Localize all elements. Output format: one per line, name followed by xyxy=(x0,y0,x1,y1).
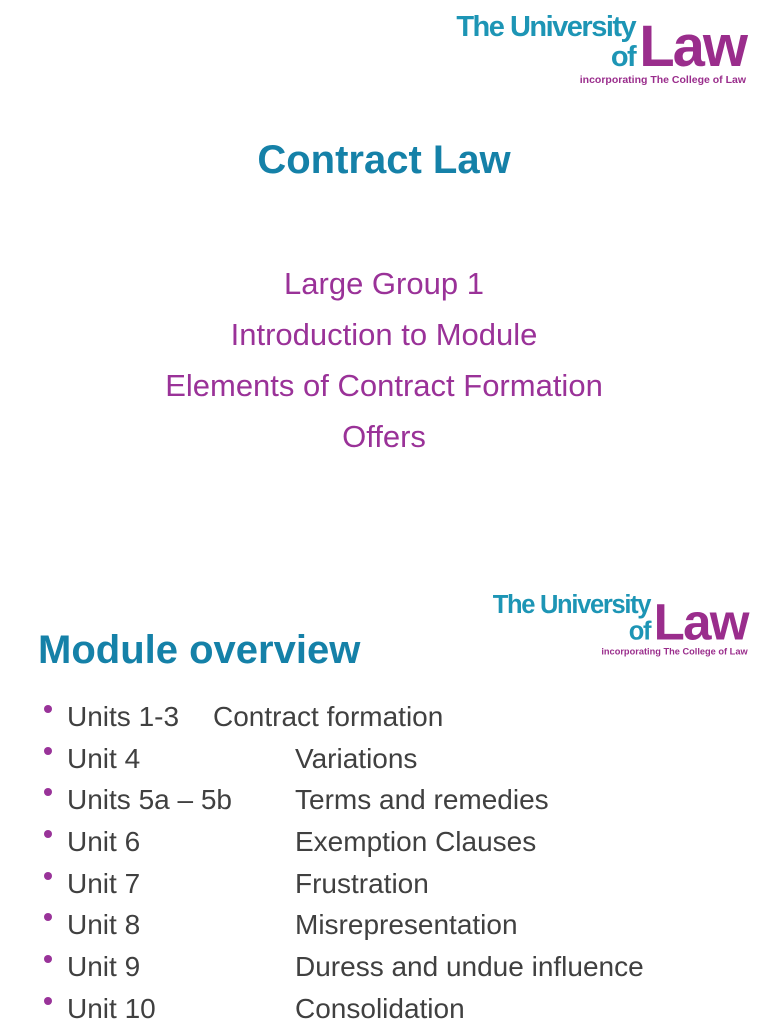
unit-label: Units 1-3 xyxy=(67,700,180,732)
logo-wordmark: The University of Law xyxy=(456,11,748,79)
subtitle-line: Offers xyxy=(342,419,426,454)
subtitle-line: Introduction to Module xyxy=(230,317,538,352)
logo-left-column: The University of xyxy=(493,591,652,646)
slide-title-page: The University of Law incorporating The … xyxy=(0,11,768,462)
module-unit-list: Units 1-3 Contract formation Unit 4 Vari… xyxy=(44,696,744,1024)
page-title: Module overview xyxy=(38,628,361,672)
bullet-icon xyxy=(44,955,52,964)
bullet-icon xyxy=(44,913,52,922)
unit-topic: Variations xyxy=(295,742,418,774)
unit-topic: Misrepresentation xyxy=(295,909,518,941)
unit-label: Unit 7 xyxy=(67,867,141,899)
unit-topic: Frustration xyxy=(295,867,429,899)
logo-of-text: of xyxy=(629,617,652,646)
subtitle-line: Large Group 1 xyxy=(284,266,484,301)
unit-topic: Exemption Clauses xyxy=(295,825,537,857)
logo-the-university-text: The University xyxy=(456,11,636,43)
logo-of-text: of xyxy=(610,41,637,73)
slide-module-overview: The University of Law incorporating The … xyxy=(0,512,768,1024)
logo-left-column: The University of xyxy=(456,11,637,73)
bullet-icon xyxy=(44,788,52,797)
bullet-icon xyxy=(44,830,52,839)
university-of-law-logo: The University of Law incorporating The … xyxy=(493,591,750,658)
university-of-law-logo: The University of Law incorporating The … xyxy=(456,11,748,86)
unit-topic: Terms and remedies xyxy=(295,784,549,816)
unit-label: Unit 4 xyxy=(67,742,141,774)
slide-title: Contract Law xyxy=(257,138,511,182)
unit-topic: Duress and undue influence xyxy=(295,950,644,982)
unit-label: Unit 8 xyxy=(67,909,141,941)
logo-the-university-text: The University xyxy=(493,591,652,620)
list-item: Unit 7 Frustration xyxy=(44,863,744,905)
unit-label: Units 5a – 5b xyxy=(67,784,232,816)
logo-law-text: Law xyxy=(639,14,748,79)
list-item: Unit 10 Consolidation xyxy=(44,988,744,1024)
list-item: Unit 4 Variations xyxy=(44,738,744,780)
unit-label: Unit 10 xyxy=(67,992,156,1024)
slide-subtitle-block: Large Group 1 Introduction to Module Ele… xyxy=(0,258,768,462)
list-item: Unit 6 Exemption Clauses xyxy=(44,821,744,863)
list-item: Units 5a – 5b Terms and remedies xyxy=(44,779,744,821)
list-item: Unit 8 Misrepresentation xyxy=(44,904,744,946)
list-item: Unit 9 Duress and undue influence xyxy=(44,946,744,988)
logo-tagline: incorporating The College of Law xyxy=(579,74,746,86)
bullet-icon xyxy=(44,996,52,1005)
unit-label: Unit 9 xyxy=(67,950,141,982)
subtitle-line: Elements of Contract Formation xyxy=(165,368,603,403)
logo-law-text: Law xyxy=(654,593,750,651)
bullet-icon xyxy=(44,746,52,755)
logo-wordmark: The University of Law xyxy=(493,591,750,651)
list-item: Units 1-3 Contract formation xyxy=(44,696,744,738)
unit-topic: Contract formation xyxy=(213,700,444,732)
logo-tagline: incorporating The College of Law xyxy=(601,646,748,658)
unit-label: Unit 6 xyxy=(67,825,141,857)
bullet-icon xyxy=(44,871,52,880)
unit-topic: Consolidation xyxy=(295,992,465,1024)
bullet-icon xyxy=(44,705,52,713)
